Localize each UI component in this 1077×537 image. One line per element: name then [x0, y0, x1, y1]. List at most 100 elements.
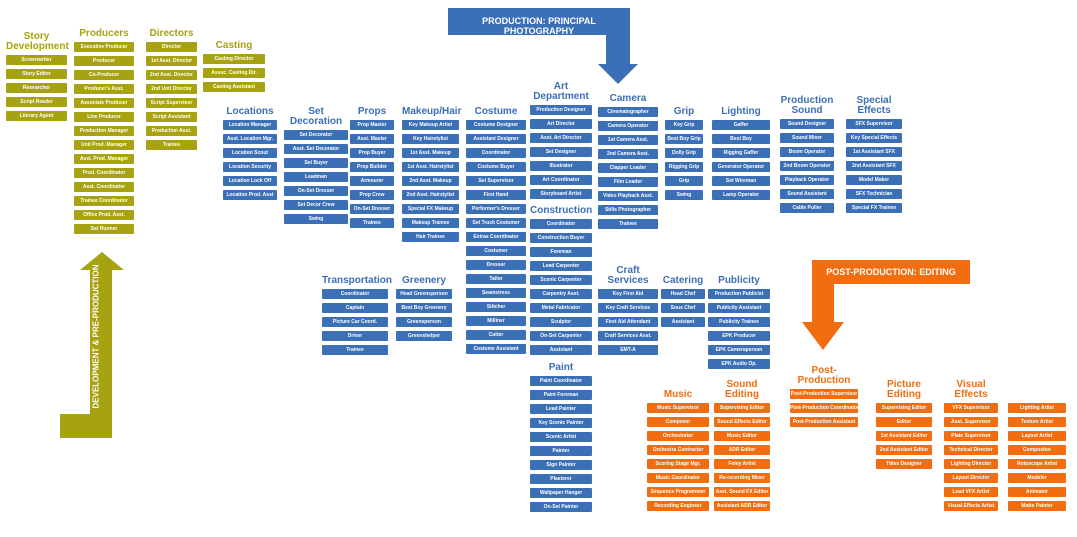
- role-box: Director: [146, 42, 197, 52]
- role-box: Dresser: [466, 260, 526, 270]
- role-box: Set Decorator: [284, 130, 348, 140]
- role-box: Grip: [665, 176, 703, 186]
- role-box: Carpentry Asst.: [530, 289, 592, 299]
- role-box: Storyboard Artist: [530, 189, 592, 199]
- role-box: Best Boy: [712, 134, 770, 144]
- role-box: Clapper Loader: [598, 163, 658, 173]
- column-title: Lighting: [721, 106, 761, 117]
- role-box: Lead Carpenter: [530, 261, 592, 271]
- role-box: Metal Fabricator: [530, 303, 592, 313]
- role-box: Producer: [74, 56, 134, 66]
- role-box: Captain: [322, 303, 388, 313]
- role-box: Set Truck Costumer: [466, 218, 526, 228]
- role-box: Layout Director: [944, 473, 998, 483]
- role-box: Lighting Director: [944, 459, 998, 469]
- role-box: Costume Designer: [466, 120, 526, 130]
- role-box: Asst. Set Decorator: [284, 144, 348, 154]
- role-box: Post-Production Supervisor: [790, 389, 858, 399]
- role-box: Set Decor Crew: [284, 200, 348, 210]
- role-box: Rigging Grip: [665, 162, 703, 172]
- role-box: Location Prod. Asst: [223, 190, 277, 200]
- role-box: Lamp Operator: [712, 190, 770, 200]
- role-box: Coordinator: [322, 289, 388, 299]
- role-box: Sound Designer: [780, 119, 834, 129]
- role-box: Wallpaper Hanger: [530, 488, 592, 498]
- column-title: Art Department: [533, 81, 589, 102]
- role-box: Construction Buyer: [530, 233, 592, 243]
- role-box: Re-recording Mixer: [714, 473, 770, 483]
- role-box: Asst. Location Mgr.: [223, 134, 277, 144]
- role-box: Scenic Artist: [530, 432, 592, 442]
- role-box: Supervising Editor: [876, 403, 932, 413]
- role-box: Office Prod. Asst.: [74, 210, 134, 220]
- role-box: 2nd Asst. Director: [146, 70, 197, 80]
- role-box: Music Editor: [714, 431, 770, 441]
- role-box: Sound Effects Editor: [714, 417, 770, 427]
- role-box: Tailor: [466, 274, 526, 284]
- role-box: Lead VFX Artist: [944, 487, 998, 497]
- role-box: Script Assistant: [146, 112, 197, 122]
- role-box: Milliner: [466, 316, 526, 326]
- role-box: Post-Production Assistant: [790, 417, 858, 427]
- role-box: 1st Assistant SFX: [846, 147, 902, 157]
- role-box: Cinematographer: [598, 107, 658, 117]
- role-box: Composer: [647, 417, 709, 427]
- role-box: Location Lock Off: [223, 176, 277, 186]
- role-box: Scoring Stage Mgr.: [647, 459, 709, 469]
- role-box: VFX Supervisor: [944, 403, 998, 413]
- role-box: Asst. Coordinator: [74, 182, 134, 192]
- role-box: 1st Asst. Hairstylist: [402, 162, 459, 172]
- role-box: Lighting Artist: [1008, 403, 1066, 413]
- role-box: Boom Operator: [780, 147, 834, 157]
- role-box: Stills Photographer: [598, 205, 658, 215]
- role-box: First Aid Attendant: [598, 317, 658, 327]
- role-box: Publicity Trainee: [708, 317, 770, 327]
- role-box: Casting Director: [203, 54, 265, 64]
- role-box: Key Scenic Painter: [530, 418, 592, 428]
- role-box: Set Designer: [530, 147, 592, 157]
- column-title: Construction: [530, 205, 593, 216]
- column-title: Catering: [662, 275, 704, 286]
- role-box: Leadman: [284, 172, 348, 182]
- role-box: Location Manager: [223, 120, 277, 130]
- role-box: 1st Camera Asst.: [598, 135, 658, 145]
- role-box: Music Supervisor: [647, 403, 709, 413]
- role-box: Seamstress: [466, 288, 526, 298]
- column-title: Craft Services: [607, 265, 649, 286]
- role-box: Craft Services Asst.: [598, 331, 658, 341]
- role-box: Camera Operator: [598, 121, 658, 131]
- development-banner-label: DEVELOPMENT & PRE-PRODUCTION: [91, 264, 101, 409]
- role-box: Production Manager: [74, 126, 134, 136]
- role-box: Recording Engineer: [647, 501, 709, 511]
- role-box: EPK Cameraperson: [708, 345, 770, 355]
- role-box: Swing: [284, 214, 348, 224]
- role-box: Picture Car Coord.: [322, 317, 388, 327]
- role-box: Layout Artist: [1008, 431, 1066, 441]
- column-title: Camera: [609, 93, 647, 104]
- role-box: Model Maker: [846, 175, 902, 185]
- role-box: Casting Assistant: [203, 82, 265, 92]
- role-box: Makeup Trainee: [402, 218, 459, 228]
- role-box: Playback Operator: [780, 175, 834, 185]
- role-box: ADR Editor: [714, 445, 770, 455]
- role-box: On-Set Dresser: [284, 186, 348, 196]
- role-box: Foley Artist: [714, 459, 770, 469]
- role-box: Painter: [530, 446, 592, 456]
- column-title: Makeup/Hair: [402, 106, 462, 117]
- role-box: Assistant ADR Editor: [714, 501, 770, 511]
- role-box: Plasterer: [530, 474, 592, 484]
- role-box: Orchestrator: [647, 431, 709, 441]
- role-box: Sound Assistant: [780, 189, 834, 199]
- role-box: Film Loader: [598, 177, 658, 187]
- role-box: 2nd Asst. Makeup: [402, 176, 459, 186]
- role-box: Plate Supervisor: [944, 431, 998, 441]
- role-box: 1st Assistant Editor: [876, 431, 932, 441]
- role-box: Coordinator: [466, 148, 526, 158]
- role-box: Scenic Carpenter: [530, 275, 592, 285]
- role-box: Lead Painter: [530, 404, 592, 414]
- role-box: Music Coordinator: [647, 473, 709, 483]
